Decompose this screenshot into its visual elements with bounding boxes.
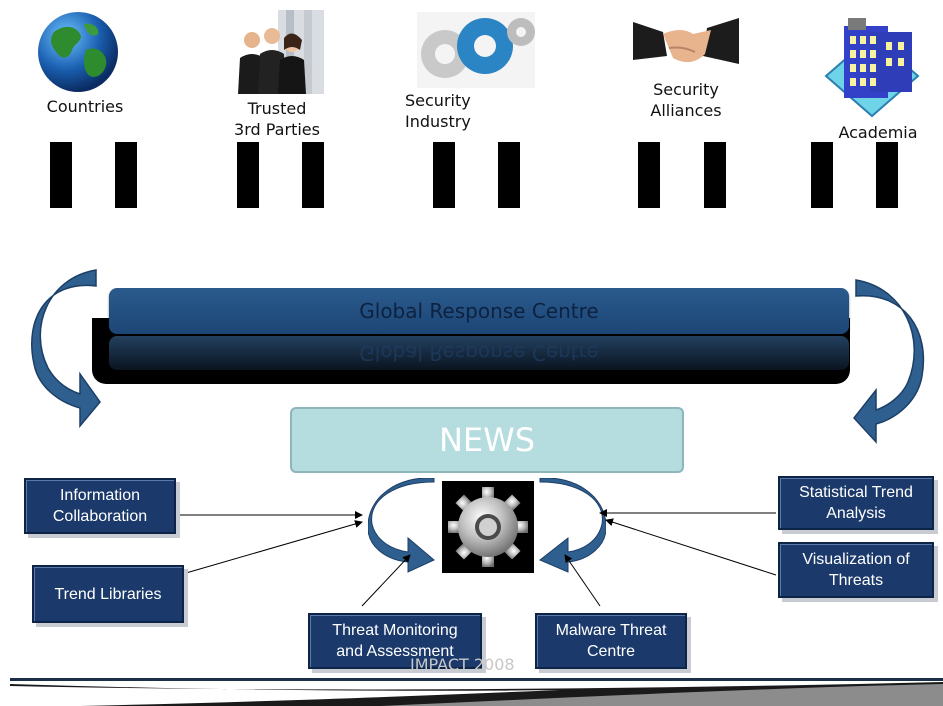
building-icon [824, 18, 920, 118]
footer-text: IMPACT 2008 [410, 655, 515, 674]
connector-bar [704, 142, 726, 208]
stakeholder-label-trusted-parties: Trusted 3rd Parties [234, 99, 320, 139]
stakeholder-label-security-industry: Security Industry [405, 91, 471, 131]
news-box: NEWS [290, 407, 684, 473]
statistical-trend-box: Statistical Trend Analysis [778, 476, 934, 530]
gears-icon [417, 12, 535, 88]
visualization-threats-box: Visualization of Threats [778, 542, 934, 598]
stakeholder-label-academia: Academia [838, 123, 918, 142]
connector-bar [433, 142, 455, 208]
connector-bar [237, 142, 259, 208]
threat-monitoring-box: Threat Monitoring and Assessment [308, 613, 482, 669]
gear-box [442, 481, 534, 573]
handshake-icon [633, 18, 739, 64]
globe-icon [38, 12, 118, 92]
trend-libraries-box: Trend Libraries [32, 565, 184, 623]
left-cycle-arrow-icon [31, 269, 101, 428]
stakeholder-label-security-alliances: Security Alliances [650, 80, 722, 120]
malware-threat-centre-box: Malware Threat Centre [535, 613, 687, 669]
gear-icon [448, 487, 528, 567]
connector-bar [811, 142, 833, 208]
connector-bar [302, 142, 324, 208]
gear-left-cycle-arrow-icon [368, 478, 435, 573]
gear-right-cycle-arrow-icon [539, 478, 606, 573]
connector-bar [50, 142, 72, 208]
connector-bar [876, 142, 898, 208]
connector-bar [638, 142, 660, 208]
global-response-centre-reflection: Global Response Centre [109, 336, 849, 370]
connector-bar [498, 142, 520, 208]
connector-bar [115, 142, 137, 208]
business-people-icon [238, 10, 324, 94]
footer-swoosh [10, 678, 943, 706]
global-response-centre-banner: Global Response Centre [109, 288, 849, 334]
right-cycle-arrow-icon [853, 279, 925, 444]
info-collaboration-box: Information Collaboration [24, 478, 176, 534]
stakeholder-label-countries: Countries [46, 97, 124, 116]
